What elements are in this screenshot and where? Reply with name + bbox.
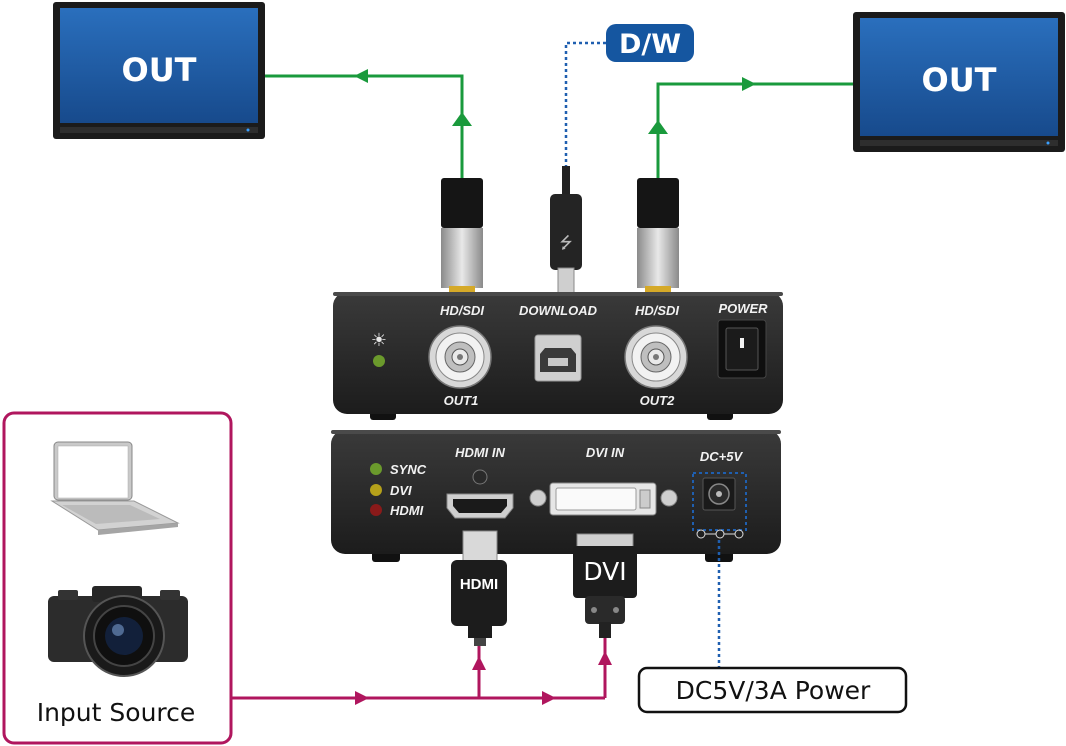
dc-label: DC+5V	[700, 449, 744, 464]
device-bottom-panel: SYNC DVI HDMI HDMI IN DVI IN DC+5V	[331, 430, 781, 562]
monitor-right: OUT	[853, 12, 1065, 152]
download-tag-label: D/W	[619, 29, 681, 60]
download-label: DOWNLOAD	[519, 303, 598, 318]
power-callout: DC5V/3A Power	[637, 666, 908, 714]
device-top-panel: ☀ HD/SDI DOWNLOAD HD/SDI POWER OUT1	[333, 292, 783, 420]
input-source-label: Input Source	[37, 698, 196, 727]
hdmi-led-label: HDMI	[390, 503, 424, 518]
usb-icon: ⭍	[559, 233, 572, 252]
monitor-left-label: OUT	[121, 51, 196, 89]
sync-led	[370, 463, 382, 475]
input-source-box: Input Source	[2, 411, 233, 745]
hdmi-in-label: HDMI IN	[455, 445, 505, 460]
power-switch[interactable]	[717, 319, 767, 379]
camera-icon	[48, 586, 188, 677]
out1-label: OUT1	[444, 393, 479, 408]
hdmi-led	[370, 504, 382, 516]
hdmi-screw-icon	[472, 469, 488, 485]
output-lines	[265, 74, 853, 180]
sync-led-label: SYNC	[390, 462, 427, 477]
monitor-left: OUT	[53, 2, 265, 139]
dvi-in-port[interactable]	[529, 482, 678, 516]
brightness-icon: ☀	[371, 330, 387, 351]
power-callout-label: DC5V/3A Power	[676, 676, 871, 705]
dvi-led	[370, 484, 382, 496]
power-led	[373, 355, 385, 367]
bnc-cable-out2	[637, 178, 679, 294]
usb-b-port[interactable]	[534, 334, 582, 382]
download-link-line	[564, 41, 606, 168]
polarity-icon	[696, 529, 744, 539]
dc-jack-outline	[692, 472, 747, 531]
dc-power-jack[interactable]	[702, 477, 736, 511]
input-lines	[231, 638, 607, 700]
sdi1-label: HD/SDI	[440, 303, 484, 318]
monitor-right-label: OUT	[921, 61, 996, 99]
output-arrowheads	[354, 69, 756, 134]
laptop-icon	[50, 441, 180, 535]
dvi-plug: DVI	[573, 533, 637, 638]
hdmi-plug: HDMI	[451, 530, 507, 646]
dvi-in-label: DVI IN	[586, 445, 625, 460]
dvi-led-label: DVI	[390, 483, 412, 498]
input-arrowheads	[355, 651, 612, 705]
dvi-plug-label: DVI	[583, 557, 626, 586]
download-tag: D/W	[606, 24, 694, 62]
usb-cable: ⭍	[550, 166, 582, 295]
bnc-port-out2[interactable]	[624, 325, 688, 389]
hdmi-in-port[interactable]	[446, 493, 514, 519]
power-label: POWER	[718, 301, 768, 316]
out2-label: OUT2	[640, 393, 675, 408]
bnc-port-out1[interactable]	[428, 325, 492, 389]
sdi2-label: HD/SDI	[635, 303, 679, 318]
bnc-cable-out1	[441, 178, 483, 294]
hdmi-plug-label: HDMI	[460, 576, 498, 593]
